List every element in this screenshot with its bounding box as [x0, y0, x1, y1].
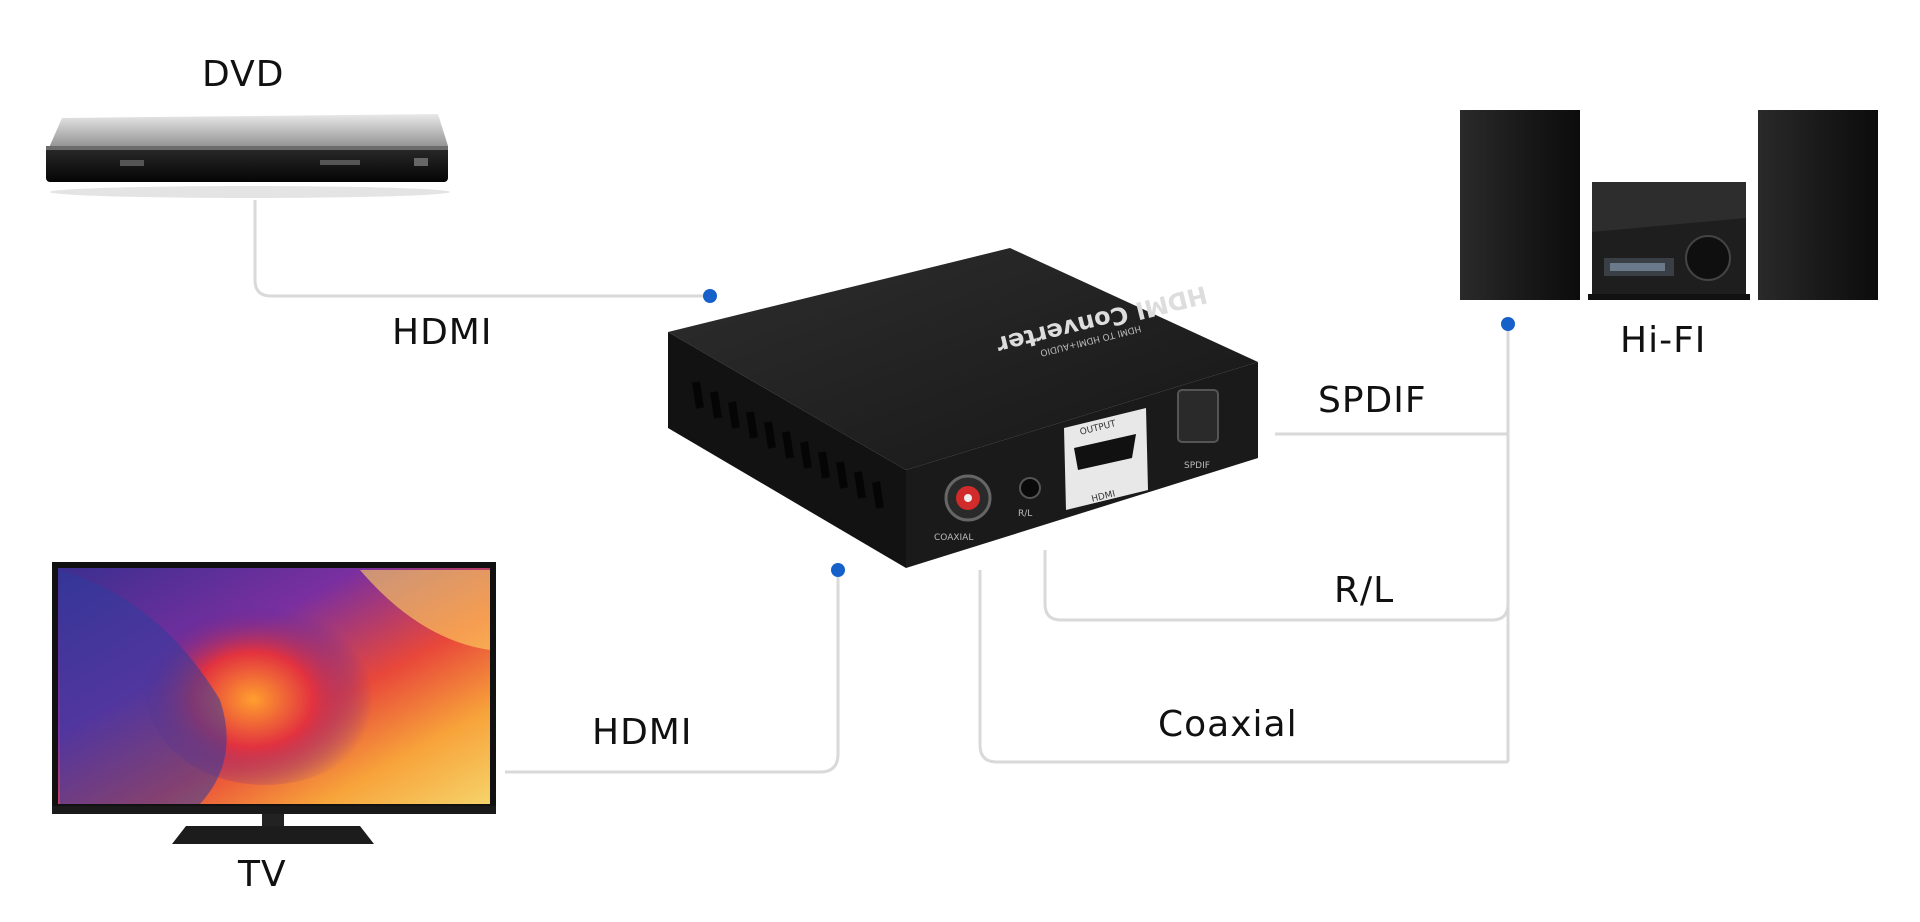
hifi-system-icon: [1460, 110, 1878, 300]
tv-label: TV: [238, 854, 287, 895]
port-label-coaxial: COAXIAL: [934, 533, 973, 543]
spdif-port-icon: [1177, 389, 1219, 443]
vent-slots: [692, 381, 884, 509]
coaxial-line: [978, 570, 1508, 764]
rl-port-icon: [1019, 477, 1041, 499]
port-label-rl: R/L: [1018, 509, 1032, 519]
dvd-label: DVD: [202, 54, 285, 95]
rl-label: R/L: [1334, 570, 1395, 611]
hdmi-input-label: HDMI: [392, 312, 493, 353]
tv-hdmi-dot: [831, 563, 845, 577]
hifi-label: Hi-FI: [1620, 320, 1707, 361]
port-label-spdif: SPDIF: [1184, 461, 1210, 471]
coaxial-label: Coaxial: [1158, 704, 1298, 745]
dvd-hdmi-dot: [703, 289, 717, 303]
hifi-dot: [1501, 317, 1515, 331]
dvd-player-icon: [46, 114, 450, 198]
connection-lines: [253, 200, 1510, 774]
dvd-hdmi-line: [253, 200, 710, 298]
tv-icon: [52, 562, 496, 844]
hdmi-converter-icon: [668, 248, 1258, 568]
tv-hdmi-line: [505, 570, 840, 774]
hdmi-output-label: HDMI: [592, 712, 693, 753]
spdif-label: SPDIF: [1318, 380, 1427, 421]
rl-line: [1043, 550, 1510, 622]
